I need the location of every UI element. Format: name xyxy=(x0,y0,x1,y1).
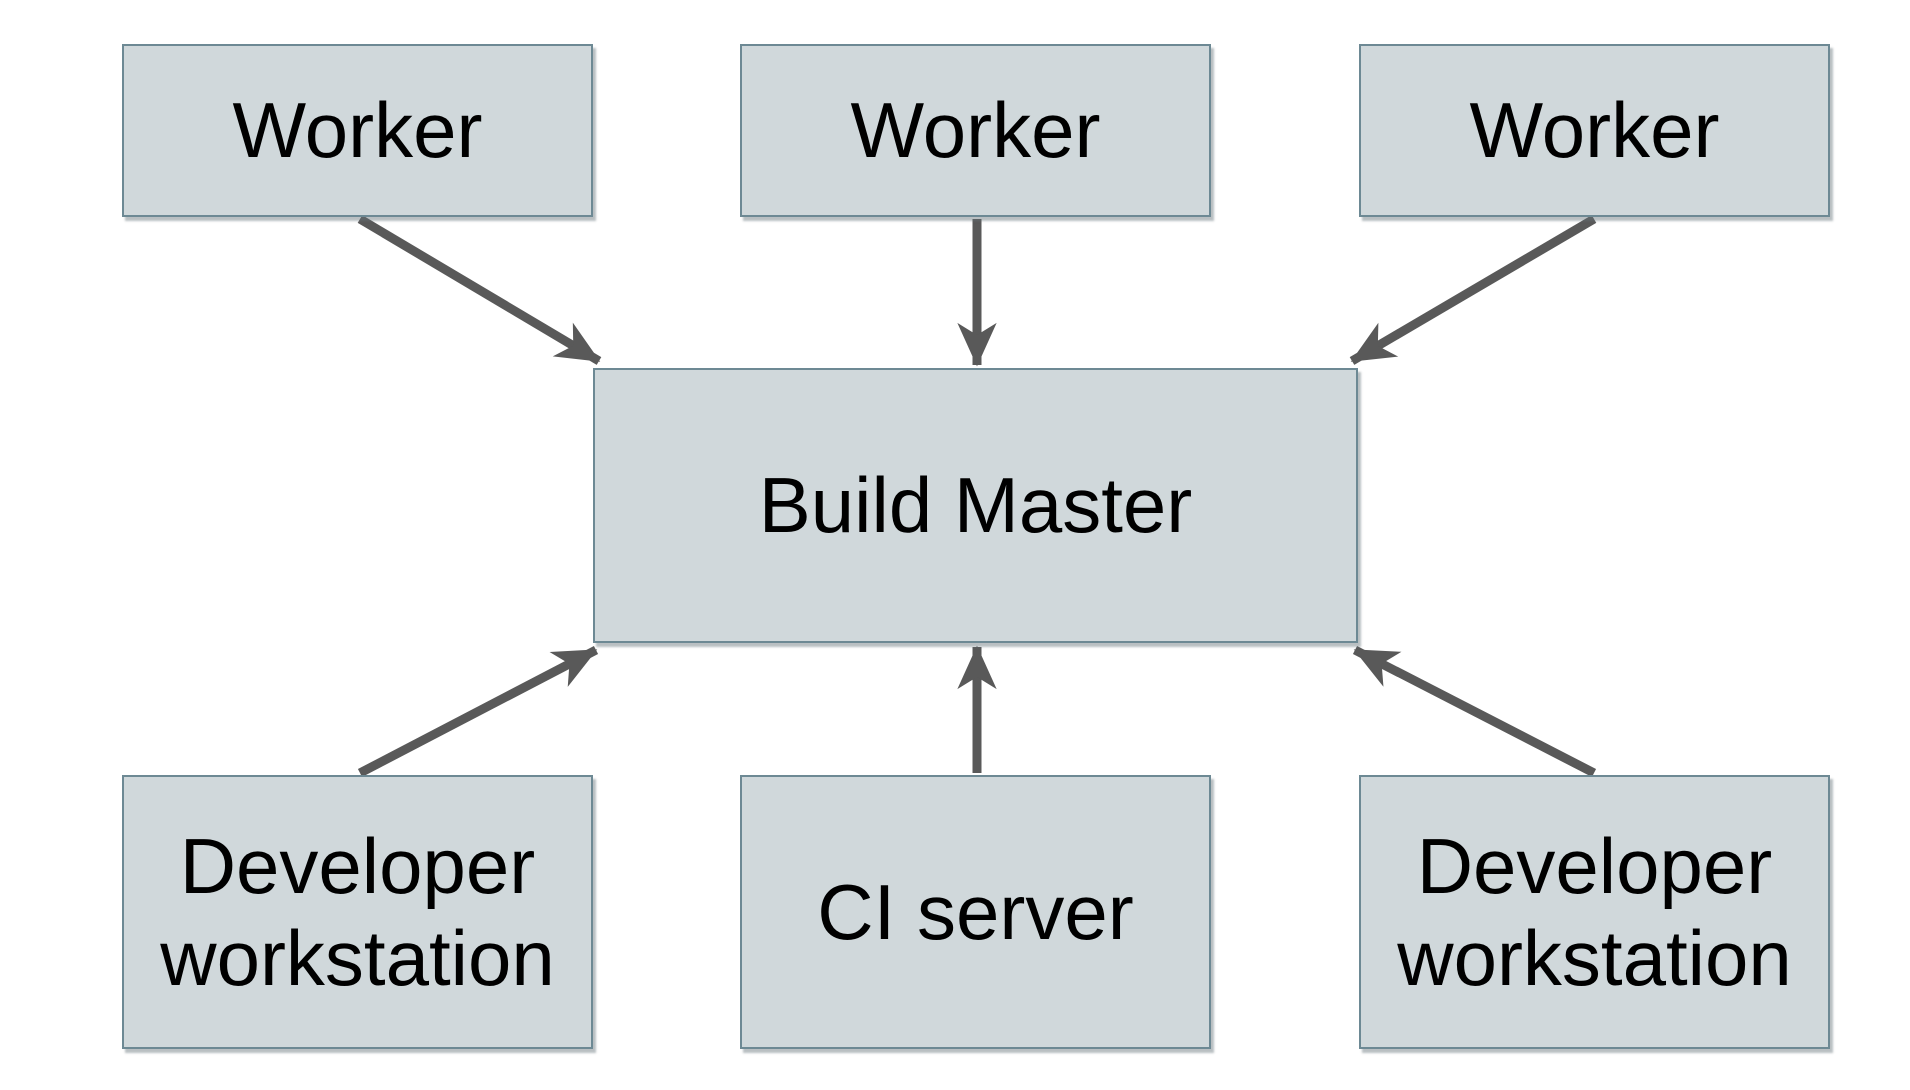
node-developer-workstation-right-label: Developer workstation xyxy=(1397,821,1792,1002)
node-build-master-label: Build Master xyxy=(758,461,1193,550)
node-worker-3-label: Worker xyxy=(1469,86,1720,175)
node-ci-server: CI server xyxy=(740,775,1211,1049)
arrow-worker1-to-buildmaster xyxy=(357,215,602,365)
node-worker-2: Worker xyxy=(740,44,1211,217)
arrow-devleft-to-buildmaster xyxy=(357,646,599,777)
node-ci-server-label: CI server xyxy=(817,867,1134,956)
node-worker-3: Worker xyxy=(1359,44,1830,217)
node-developer-workstation-left: Developer workstation xyxy=(122,775,593,1049)
node-developer-workstation-left-label: Developer workstation xyxy=(160,821,555,1002)
arrow-worker3-to-buildmaster xyxy=(1349,215,1597,365)
node-worker-1: Worker xyxy=(122,44,593,217)
node-build-master: Build Master xyxy=(593,368,1358,643)
arrow-devright-to-buildmaster xyxy=(1352,645,1597,778)
node-worker-2-label: Worker xyxy=(850,86,1101,175)
node-worker-1-label: Worker xyxy=(232,86,483,175)
node-developer-workstation-right: Developer workstation xyxy=(1359,775,1830,1049)
